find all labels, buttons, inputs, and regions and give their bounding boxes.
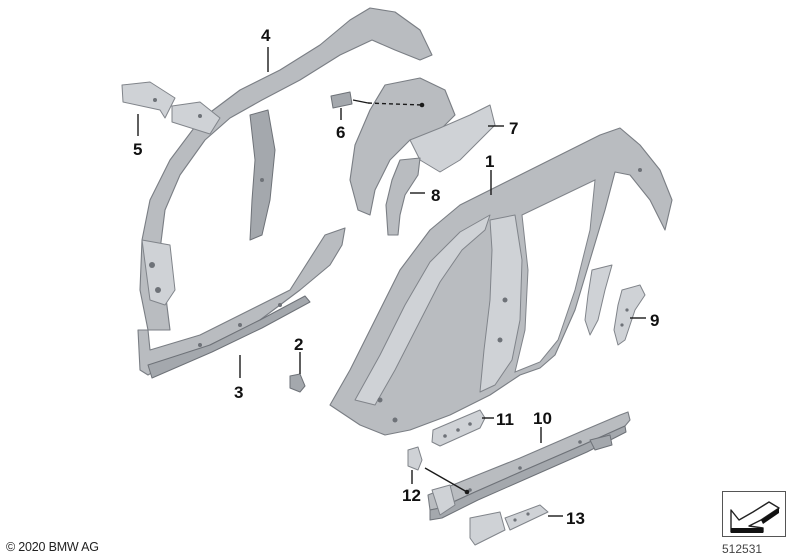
callout-3[interactable]: 3 xyxy=(234,383,244,402)
callout-4[interactable]: 4 xyxy=(261,26,271,45)
leader-lines xyxy=(137,47,646,517)
part-3-sill[interactable] xyxy=(137,227,346,379)
part-rear-arch-reinforcement[interactable] xyxy=(584,264,613,336)
callout-2[interactable]: 2 xyxy=(294,335,304,354)
callout-1[interactable]: 1 xyxy=(485,152,495,171)
callout-8[interactable]: 8 xyxy=(431,186,441,205)
diagram-number: 512531 xyxy=(722,542,763,556)
part-8-arch-panel[interactable] xyxy=(385,157,421,236)
callout-12[interactable]: 12 xyxy=(402,486,421,505)
callout-5[interactable]: 5 xyxy=(133,140,143,159)
part-13-bracket[interactable] xyxy=(431,484,549,546)
part-7-arch-bracket[interactable] xyxy=(409,104,496,173)
part-6-bracket[interactable] xyxy=(330,91,353,109)
part-12-bracket[interactable] xyxy=(407,446,423,471)
back-navigation-button[interactable] xyxy=(722,491,786,537)
callout-7[interactable]: 7 xyxy=(509,119,519,138)
arrow-back-down-left-icon xyxy=(730,501,780,533)
callout-13[interactable]: 13 xyxy=(566,509,585,528)
copyright-text: © 2020 BMW AG xyxy=(6,540,99,554)
part-2-bracket[interactable] xyxy=(289,373,306,393)
part-5-roof-brackets[interactable] xyxy=(121,81,221,135)
part-10-sill-beam[interactable] xyxy=(427,411,631,521)
callout-10[interactable]: 10 xyxy=(533,409,552,428)
part-4-side-frame-left[interactable] xyxy=(139,7,433,331)
part-9-arch-panel[interactable] xyxy=(613,284,646,346)
part-wheel-arch-inner[interactable] xyxy=(349,77,456,216)
callout-6[interactable]: 6 xyxy=(336,123,346,142)
part-1-side-frame-right[interactable] xyxy=(329,127,673,436)
callout-9[interactable]: 9 xyxy=(650,311,660,330)
callout-11[interactable]: 11 xyxy=(496,410,514,429)
part-11-plate[interactable] xyxy=(431,409,486,447)
